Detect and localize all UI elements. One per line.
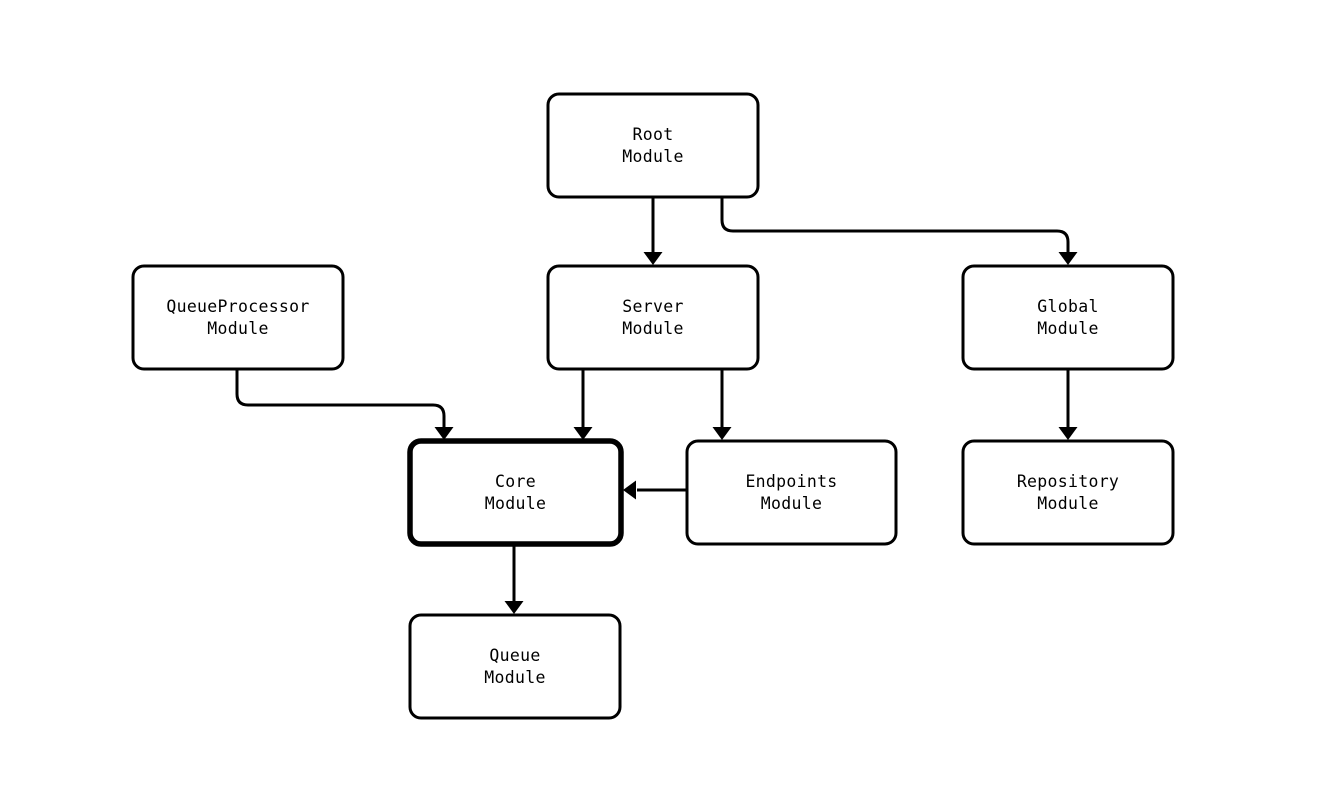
endpoints-module-node[interactable] xyxy=(685,439,898,546)
edge-global-to-repository-arrowhead xyxy=(1058,427,1078,440)
edge-core-to-queue-arrowhead xyxy=(504,601,524,614)
edge-root-to-global xyxy=(720,197,1070,253)
repository-module-node[interactable] xyxy=(961,439,1175,546)
root-module-node[interactable] xyxy=(546,92,760,199)
edge-endpoints-to-core-arrowhead xyxy=(623,480,636,500)
global-module-node[interactable] xyxy=(961,264,1175,371)
edge-layer xyxy=(235,197,1078,614)
node-layer xyxy=(131,92,1175,720)
edge-queueprocessor-to-core xyxy=(235,369,446,428)
edge-root-to-global-arrowhead xyxy=(1058,252,1078,265)
queue-module-node[interactable] xyxy=(408,613,622,720)
edge-queueprocessor-to-core-arrowhead xyxy=(434,427,454,440)
queueprocessor-module-node[interactable] xyxy=(131,264,345,371)
edge-server-to-core-arrowhead xyxy=(573,427,593,440)
core-module-node[interactable] xyxy=(407,438,624,547)
edge-root-to-server-arrowhead xyxy=(643,252,663,265)
edge-server-to-endpoints-arrowhead xyxy=(712,427,732,440)
server-module-node[interactable] xyxy=(546,264,760,371)
